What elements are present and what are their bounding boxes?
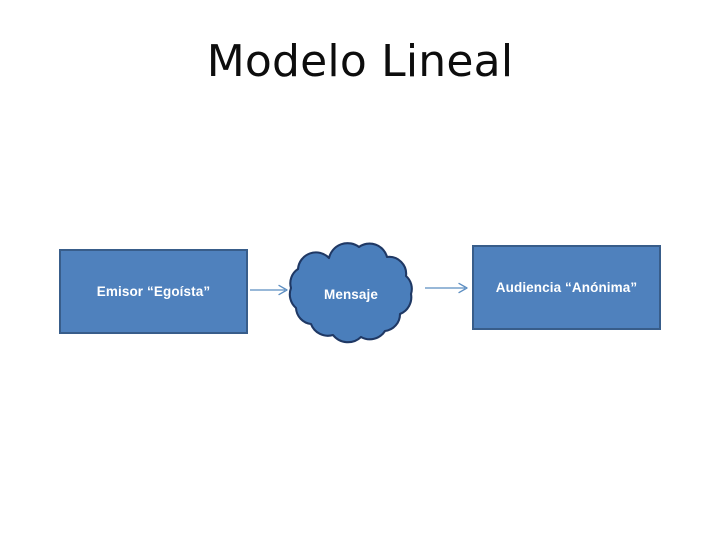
diagram-node-emisor-label: Emisor “Egoísta” [96,284,211,299]
diagram-node-audiencia[interactable]: Audiencia “Anónima” [472,245,661,330]
diagram-node-mensaje-label: Mensaje [324,286,378,302]
diagram-node-emisor[interactable]: Emisor “Egoísta” [59,249,248,334]
diagram-node-mensaje[interactable]: Mensaje [284,236,418,348]
arrow-right-icon-emisor-to-mensaje [249,281,291,299]
page-title: Modelo Lineal [206,36,514,87]
cloud-label-container: Mensaje [284,236,418,348]
arrow-right-icon-mensaje-to-audiencia [421,279,473,297]
diagram-node-audiencia-label: Audiencia “Anónima” [495,280,638,295]
